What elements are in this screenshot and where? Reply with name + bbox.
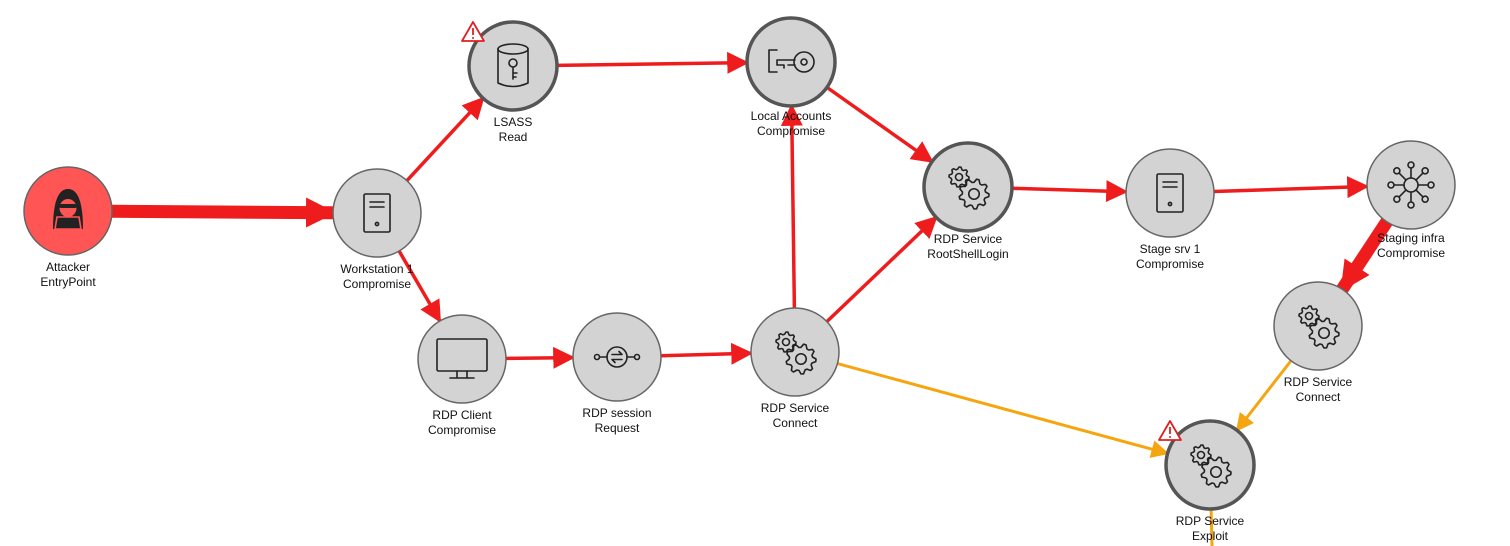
- node-circle[interactable]: [745, 16, 837, 108]
- gears-icon: [948, 166, 990, 210]
- node-circle[interactable]: [922, 141, 1014, 233]
- node-label-line: Compromise: [1136, 257, 1204, 271]
- node-circle[interactable]: [1273, 281, 1363, 371]
- node-label-line: Staging infra: [1377, 231, 1445, 245]
- node-label-line: Attacker: [46, 260, 90, 274]
- edge-rdpsession-to-rdpconnect1[interactable]: [660, 342, 754, 365]
- server-icon: [363, 193, 391, 233]
- network-hub-icon: [1387, 161, 1435, 209]
- edge-localacc-to-rdproot[interactable]: [825, 85, 934, 164]
- edge-rdpconnect1-to-localacc[interactable]: [780, 103, 803, 309]
- node-label-line: Compromise: [1377, 246, 1445, 260]
- node-label-line: RDP Service: [1176, 514, 1245, 528]
- warning-triangle-icon: [1158, 420, 1182, 441]
- node-circle[interactable]: [467, 20, 559, 112]
- edge-rdpclient-to-rdpsession[interactable]: [505, 346, 576, 369]
- node-label-line: RDP Service: [934, 232, 1003, 246]
- node-label-line: Compromise: [428, 423, 496, 437]
- node-label-line: RDP Service: [761, 401, 830, 415]
- edge-stage1-to-staginginfra[interactable]: [1213, 176, 1370, 199]
- node-label-line: Workstation 1: [340, 262, 413, 276]
- node-circle[interactable]: [417, 314, 507, 404]
- key-icon: [768, 49, 815, 73]
- monitor-icon: [436, 338, 488, 379]
- node-label-line: EntryPoint: [40, 275, 96, 289]
- node-circle[interactable]: [1125, 148, 1215, 238]
- node-label-line: Stage srv 1: [1140, 242, 1201, 256]
- node-circle[interactable]: [1164, 419, 1256, 511]
- node-label-line: Exploit: [1192, 529, 1229, 543]
- node-label-line: Compromise: [757, 124, 825, 138]
- node-circle[interactable]: [332, 168, 422, 258]
- edge-rdpexploit-to-offscreen[interactable]: [1209, 508, 1214, 546]
- node-circle[interactable]: [1366, 140, 1456, 230]
- edge-rdpconnect1-to-rdproot[interactable]: [825, 215, 938, 323]
- node-label-line: RootShellLogin: [927, 247, 1008, 261]
- edge-attacker-to-ws1[interactable]: [111, 197, 337, 228]
- warning-triangle-icon: [461, 21, 485, 42]
- node-circle[interactable]: [572, 312, 662, 402]
- edge-rdpconnect2-to-rdpexploit[interactable]: [1235, 359, 1293, 432]
- hacker-icon: [53, 189, 83, 230]
- edge-staginginfra-to-rdpconnect2[interactable]: [1336, 218, 1393, 293]
- node-label-line: Connect: [773, 416, 818, 430]
- node-label-line: RDP Client: [432, 408, 492, 422]
- node-label-line: Compromise: [343, 277, 411, 291]
- node-label-line: RDP session: [582, 406, 651, 420]
- gears-icon: [1298, 305, 1340, 349]
- gears-icon: [775, 331, 817, 375]
- edges-layer: [111, 51, 1393, 546]
- session-swap-icon: [593, 346, 641, 368]
- node-label-line: Local Accounts: [751, 109, 832, 123]
- node-label-line: Read: [499, 130, 528, 144]
- database-key-icon: [497, 43, 529, 88]
- node-label-line: RDP Service: [1284, 375, 1353, 389]
- node-label-line: Connect: [1296, 390, 1341, 404]
- edge-lsass-to-localacc[interactable]: [556, 51, 750, 74]
- node-label-line: Request: [595, 421, 640, 435]
- server-icon: [1156, 173, 1184, 213]
- edge-ws1-to-rdpclient[interactable]: [397, 250, 442, 323]
- edge-rdproot-to-stage1[interactable]: [1011, 180, 1129, 203]
- node-circle[interactable]: [750, 307, 840, 397]
- gears-icon: [1190, 444, 1232, 488]
- node-label-line: LSASS: [494, 115, 533, 129]
- edge-rdpconnect1-to-rdpexploit[interactable]: [837, 362, 1170, 458]
- edge-ws1-to-lsass[interactable]: [405, 96, 485, 182]
